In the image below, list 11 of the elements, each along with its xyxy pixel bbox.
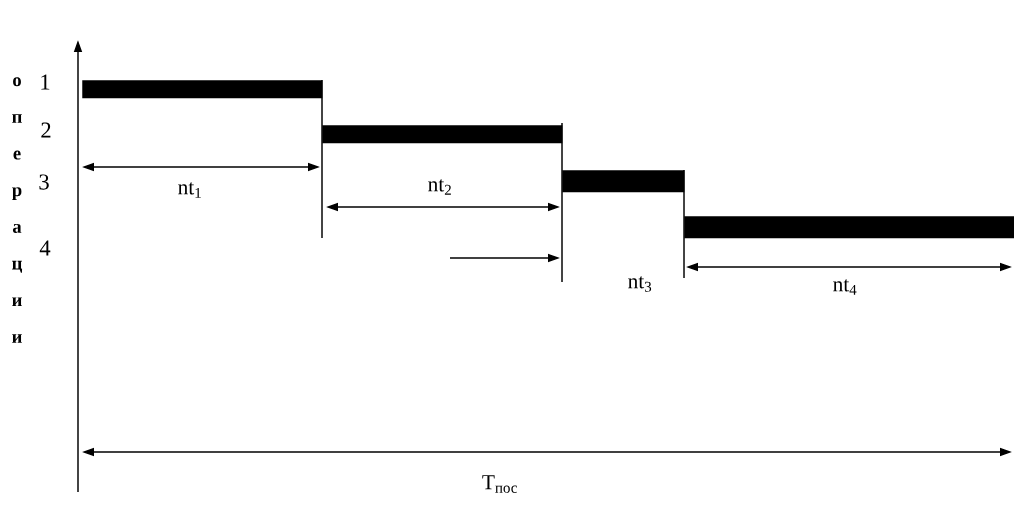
operation-bar xyxy=(82,80,323,99)
dimension-label: T$_{пос}$ xyxy=(482,475,517,493)
row-number: 1 xyxy=(41,74,50,90)
row-number: 3 xyxy=(39,174,49,190)
row-number: 4 xyxy=(39,240,51,256)
operation-bar xyxy=(562,170,685,193)
operation-bar xyxy=(322,125,563,144)
dimension-label: nt$_{1}$ xyxy=(178,182,201,198)
dimension-label: nt$_{3}$ xyxy=(628,276,652,292)
operation-bar xyxy=(684,216,1014,239)
row-number: 2 xyxy=(41,122,51,138)
